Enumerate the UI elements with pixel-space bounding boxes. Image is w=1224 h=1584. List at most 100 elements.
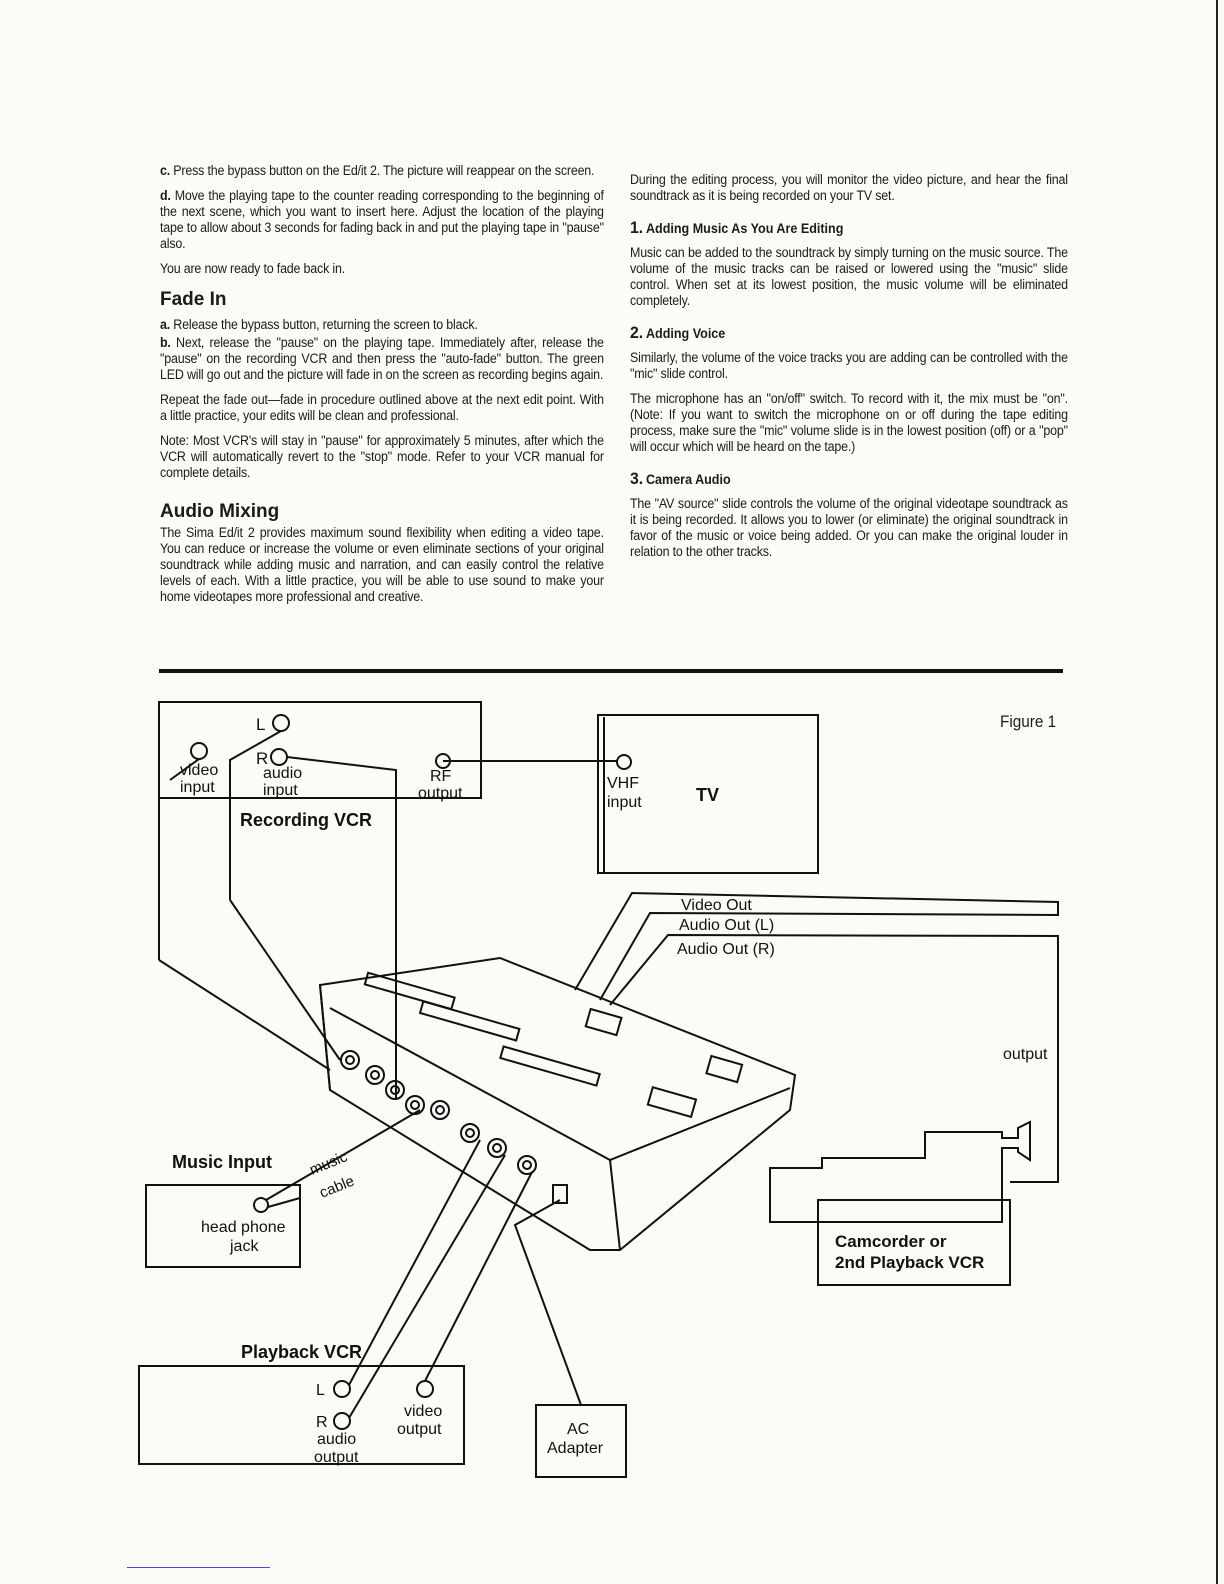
vhf-label-1: VHF (607, 775, 639, 792)
playback-audio-l-jack (333, 1380, 351, 1398)
cable-audio-r (286, 756, 397, 1100)
cable-video-out (574, 891, 1059, 1001)
playback-video-label-1: video (404, 1403, 442, 1420)
section-2-title: Adding Voice (645, 326, 726, 341)
audio-out-r-label: Audio Out (R) (677, 941, 775, 958)
audio-input-label-2: input (263, 782, 298, 799)
section-3-title: Camera Audio (645, 472, 731, 487)
mic-slider (418, 1000, 521, 1042)
section-3-number: 3. (630, 469, 644, 488)
rec-r-label: R (256, 749, 268, 768)
playback-l-label: L (316, 1382, 325, 1399)
av-source-slider (499, 1045, 601, 1087)
section-divider-rule (159, 669, 1063, 673)
playback-audio-label-1: audio (317, 1431, 356, 1448)
headphone-jack (253, 1197, 269, 1213)
fade-a-lead: a. (160, 317, 171, 332)
playback-r-label: R (316, 1414, 328, 1431)
ac-adapter-label-1: AC (567, 1421, 589, 1438)
section-3-heading: 3.Camera Audio (630, 469, 1039, 489)
step-c-text: Press the bypass button on the Ed/it 2. … (173, 163, 595, 178)
playback-vcr-title: Playback VCR (241, 1342, 362, 1362)
camcorder-title-2: 2nd Playback VCR (835, 1253, 984, 1272)
vhf-input-jack (616, 754, 632, 770)
section-2-number: 2. (630, 323, 644, 342)
rf-output-label-1: RF (430, 768, 452, 785)
section-3-paragraph: The "AV source" slide controls the volum… (630, 496, 1068, 559)
playback-audio-label-2: output (314, 1449, 359, 1466)
fade-b-lead: b. (160, 335, 171, 350)
section-2-heading: 2.Adding Voice (630, 323, 1039, 343)
playback-audio-r-cable (348, 1154, 506, 1419)
playback-video-jack (416, 1380, 434, 1398)
playback-vcr-box (138, 1365, 465, 1465)
step-d-text: Move the playing tape to the counter rea… (160, 188, 604, 251)
section-1-title: Adding Music As You Are Editing (645, 221, 844, 236)
headphone-jack-label-1: head phone (201, 1219, 286, 1236)
playback-video-cable (424, 1171, 533, 1382)
music-input-title: Music Input (172, 1152, 272, 1172)
tv-title: TV (696, 785, 719, 805)
fade-in-heading: Fade In (160, 289, 227, 310)
camcorder-label-box (817, 1199, 1011, 1286)
rf-output-label-2: output (418, 785, 463, 802)
playback-audio-r-jack (333, 1412, 351, 1430)
playback-audio-l-cable (348, 1139, 481, 1386)
section-1-number: 1. (630, 218, 644, 237)
audio-input-label-1: audio (263, 765, 302, 782)
tv-box (597, 714, 819, 874)
audio-l-input-jack (272, 714, 290, 732)
playback-video-label-2: output (397, 1421, 442, 1438)
vhf-label-2: input (607, 794, 642, 811)
bypass-button (584, 1007, 623, 1037)
step-d-lead: d. (160, 188, 171, 203)
auto-fade-button (705, 1054, 744, 1084)
step-c-paragraph: c. Press the bypass button on the Ed/it … (160, 163, 604, 179)
fade-b-text: Next, release the "pause" on the playing… (160, 335, 604, 382)
intro-paragraph: During the editing process, you will mon… (630, 172, 1068, 203)
section-2-paragraph-1: Similarly, the volume of the voice track… (630, 350, 1068, 381)
mixer-body (318, 956, 797, 1251)
headphone-jack-label-2: jack (229, 1238, 259, 1255)
output-label: output (1003, 1046, 1048, 1063)
cable-video-input (158, 959, 331, 1071)
mic-switch (646, 1085, 698, 1119)
section-1-paragraph: Music can be added to the soundtrack by … (630, 245, 1068, 308)
dc-power-jack (552, 1184, 568, 1204)
audio-mixing-heading: Audio Mixing (160, 501, 280, 522)
note-paragraph: Note: Most VCR's will stay in "pause" fo… (160, 433, 604, 480)
video-out-label: Video Out (681, 897, 752, 914)
repeat-paragraph: Repeat the fade out—fade in procedure ou… (160, 392, 604, 423)
scan-edge-line (1216, 0, 1218, 1584)
ready-paragraph: You are now ready to fade back in. (160, 261, 345, 276)
audio-out-l-label: Audio Out (L) (679, 917, 774, 934)
fade-a-paragraph: a. Release the bypass button, returning … (160, 317, 604, 333)
music-input-box (145, 1184, 301, 1268)
section-2-paragraph-2: The microphone has an "on/off" switch. T… (630, 391, 1068, 454)
music-cable (265, 1109, 421, 1201)
section-1-heading: 1.Adding Music As You Are Editing (630, 218, 1039, 238)
rf-output-jack (435, 753, 451, 769)
camcorder-title-1: Camcorder or (835, 1232, 947, 1251)
ac-adapter-cable (513, 1199, 582, 1406)
right-column: During the editing process, you will mon… (630, 172, 1070, 569)
step-d-paragraph: d. Move the playing tape to the counter … (160, 188, 604, 252)
cable-audio-out (609, 933, 1059, 1183)
rec-l-label: L (256, 715, 265, 734)
fade-b-paragraph: b. Next, release the "pause" on the play… (160, 335, 604, 383)
audio-r-input-jack (270, 748, 288, 766)
video-input-label-1: video (180, 762, 218, 779)
figure-label: Figure 1 (1000, 712, 1057, 731)
left-column: c. Press the bypass button on the Ed/it … (160, 163, 606, 614)
step-c-lead: c. (160, 163, 171, 178)
video-input-jack (190, 742, 208, 760)
fade-a-text: Release the bypass button, returning the… (173, 317, 478, 332)
camcorder-outline (769, 1120, 1031, 1223)
cable-audio-l (229, 730, 282, 900)
recording-vcr-title: Recording VCR (240, 810, 372, 830)
ac-adapter-label-2: Adapter (547, 1440, 604, 1457)
recording-vcr-box (158, 701, 482, 799)
video-input-label-2: input (180, 779, 215, 796)
